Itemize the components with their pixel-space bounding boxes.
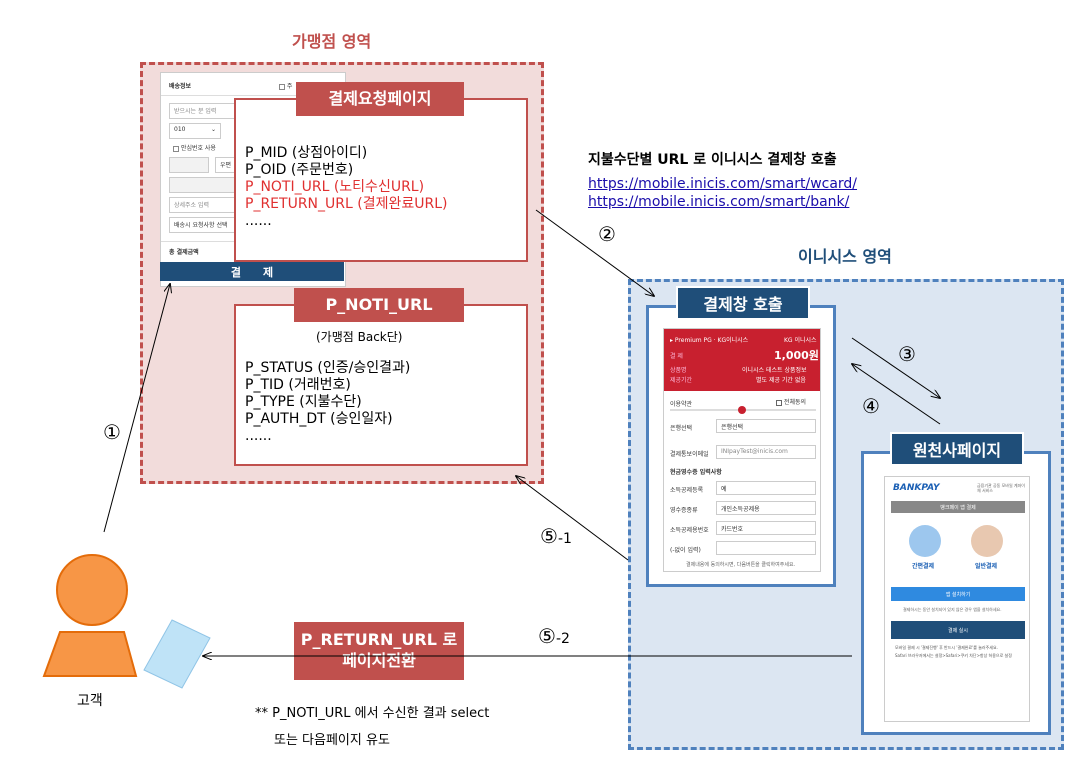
normal-pay-label: 일반결제 bbox=[975, 563, 998, 570]
payment-call-heading: 지불수단별 URL 로 이니시스 결제창 호출 bbox=[588, 152, 837, 168]
pg-brand-text: KG 이니시스 bbox=[784, 337, 817, 344]
noti-field: P_TYPE (지불수단) bbox=[245, 394, 362, 410]
pg-input-label: (-없이 입력) bbox=[670, 547, 701, 554]
bankpay-notice-2: 모바일 결제 시 '결제진행' 후 반드시 '결제완료'를 눌러주세요. bbox=[895, 645, 998, 650]
step-5-2-number: ⑤-2 bbox=[538, 624, 570, 648]
shipping-info-label: 배송정보 bbox=[169, 83, 192, 90]
merchant-zone-title: 가맹점 영역 bbox=[292, 32, 372, 51]
noti-field: P_STATUS (인증/승인결과) bbox=[245, 360, 411, 376]
arrow-step-1 bbox=[103, 284, 170, 533]
step-5-1-number: ⑤-1 bbox=[540, 524, 572, 548]
request-page-field-list: P_MID (상점아이디)P_OID (주문번호)P_NOTI_URL (노티수… bbox=[245, 145, 447, 230]
pg-bank-select: 은행선택 bbox=[716, 419, 816, 433]
pg-agree-all: 전체동의 bbox=[776, 397, 806, 406]
arrow-step-2 bbox=[535, 209, 654, 296]
pc-pay-button-mock: 결제 실시 bbox=[891, 621, 1025, 639]
return-note-line1: ** P_NOTI_URL 에서 수신한 결과 select bbox=[255, 706, 490, 721]
step-3-number: ③ bbox=[898, 342, 916, 366]
pg-deduct-label: 소득공제등록 bbox=[670, 487, 704, 494]
merchant-pay-button-mock: 결 제 bbox=[160, 262, 344, 281]
pg-receipt-type-label: 영수증종류 bbox=[670, 507, 698, 514]
pg-period-label: 제공기간 bbox=[670, 377, 693, 384]
noti-page-box bbox=[234, 304, 528, 466]
pg-terms-label: 이용약관 bbox=[670, 401, 693, 408]
zipcode-input-mock bbox=[169, 157, 209, 173]
step-1-number: ① bbox=[103, 420, 121, 444]
bankpay-logo: BANKPAY bbox=[893, 483, 940, 493]
noti-page-title: P_NOTI_URL bbox=[294, 288, 464, 322]
bankpay-logo-sub: 금융기관 공동 모바일 계좌이체 서비스 bbox=[977, 483, 1025, 493]
request-field: P_OID (주문번호) bbox=[245, 162, 354, 178]
simple-pay-label: 간편결제 bbox=[912, 563, 935, 570]
step-4-number: ④ bbox=[862, 394, 880, 418]
step-2-number: ② bbox=[598, 222, 616, 246]
pg-deduct-no-label: 소득공제용번호 bbox=[670, 527, 709, 534]
request-field: P_NOTI_URL (노티수신URL) bbox=[245, 179, 425, 195]
pg-product-label: 상품명 bbox=[670, 367, 687, 374]
customer-head bbox=[56, 554, 128, 626]
arrow-step-3 bbox=[851, 337, 940, 398]
payment-window-title: 결제창 호출 bbox=[676, 286, 810, 320]
store-button-mock: 앱 설치하기 bbox=[891, 587, 1025, 601]
bankpay-notice-3: Safari 브라우저에서는 설정>Safari>쿠키 차단>항상 허용으로 설… bbox=[895, 653, 1012, 658]
simple-pay-icon bbox=[909, 525, 941, 557]
bankpay-app-pay-bar: 뱅크페이 앱 결제 bbox=[891, 501, 1025, 513]
return-url-box: P_RETURN_URL 로 페이지전환 bbox=[294, 622, 464, 680]
request-page-title: 결제요청페이지 bbox=[296, 82, 464, 116]
total-amount-label: 총 결제금액 bbox=[169, 249, 199, 256]
pg-amount-value: 1,000원 bbox=[774, 349, 819, 362]
shipping-checkbox-label: 주 bbox=[279, 81, 292, 90]
normal-pay-icon bbox=[971, 525, 1003, 557]
pg-number-input bbox=[716, 541, 816, 555]
mock-divider bbox=[161, 95, 345, 96]
safe-number-label: 안심번호 사용 bbox=[173, 143, 216, 152]
pg-receipt-type-select: 개인소득공제용 bbox=[716, 501, 816, 515]
wcard-link[interactable]: https://mobile.inicis.com/smart/wcard/ bbox=[588, 176, 858, 192]
pg-email-input: INIpayTest@inicis.com bbox=[716, 445, 816, 459]
return-url-title-line1: P_RETURN_URL 로 bbox=[300, 630, 458, 650]
pg-period-value: 별도 제공 기간 없음 bbox=[756, 377, 806, 384]
noti-field: ...... bbox=[245, 428, 272, 444]
origin-page-title: 원천사페이지 bbox=[890, 432, 1024, 466]
customer-label: 고객 bbox=[77, 693, 103, 709]
bankpay-notice-1: 결제하시는 동안 설치되어 있지 않은 경우 앱을 설치하세요. bbox=[903, 607, 1002, 612]
customer-figure bbox=[42, 554, 211, 689]
payment-window-mock: ▸ Premium PG · KG이니시스 KG 이니시스 결 제 1,000원… bbox=[663, 328, 821, 572]
pg-header-band bbox=[664, 329, 820, 391]
pg-footer-note: 결제내용에 동의하시면, 다음버튼을 클릭하여주세요. bbox=[686, 562, 796, 568]
request-field: P_MID (상점아이디) bbox=[245, 145, 368, 161]
noti-page-subtitle: (가맹점 Back단) bbox=[316, 330, 403, 344]
return-note-line2: 또는 다음페이지 유도 bbox=[274, 733, 390, 748]
pg-email-label: 결제통보이메일 bbox=[670, 451, 709, 458]
pg-bank-label: 은행선택 bbox=[670, 425, 693, 432]
pg-progress-knob bbox=[738, 406, 746, 414]
noti-field: P_TID (거래번호) bbox=[245, 377, 351, 393]
pg-header-text: ▸ Premium PG · KG이니시스 bbox=[670, 337, 749, 344]
phone-prefix-mock: 010 ⌄ bbox=[169, 123, 221, 139]
request-field: P_RETURN_URL (결제완료URL) bbox=[245, 196, 448, 212]
phone-icon bbox=[143, 619, 211, 689]
pg-product-value: 이니시스 테스트 상품정보 bbox=[742, 367, 807, 374]
origin-page-mock: BANKPAY 금융기관 공동 모바일 계좌이체 서비스 뱅크페이 앱 결제 간… bbox=[884, 476, 1030, 722]
arrow-step-5-1 bbox=[516, 476, 629, 561]
arrow-step-4 bbox=[852, 364, 941, 425]
pg-deduct-select: 예 bbox=[716, 481, 816, 495]
customer-body bbox=[42, 631, 138, 677]
pg-amount-label: 결 제 bbox=[670, 353, 683, 360]
bank-link[interactable]: https://mobile.inicis.com/smart/bank/ bbox=[588, 194, 850, 210]
pg-receipt-heading: 현금영수증 입력사항 bbox=[670, 469, 722, 476]
request-field: ...... bbox=[245, 213, 272, 229]
noti-page-field-list: P_STATUS (인증/승인결과)P_TID (거래번호)P_TYPE (지불… bbox=[245, 360, 410, 445]
pg-deduct-no-select: 카드번호 bbox=[716, 521, 816, 535]
inicis-zone-title: 이니시스 영역 bbox=[798, 247, 892, 266]
noti-field: P_AUTH_DT (승인일자) bbox=[245, 411, 393, 427]
